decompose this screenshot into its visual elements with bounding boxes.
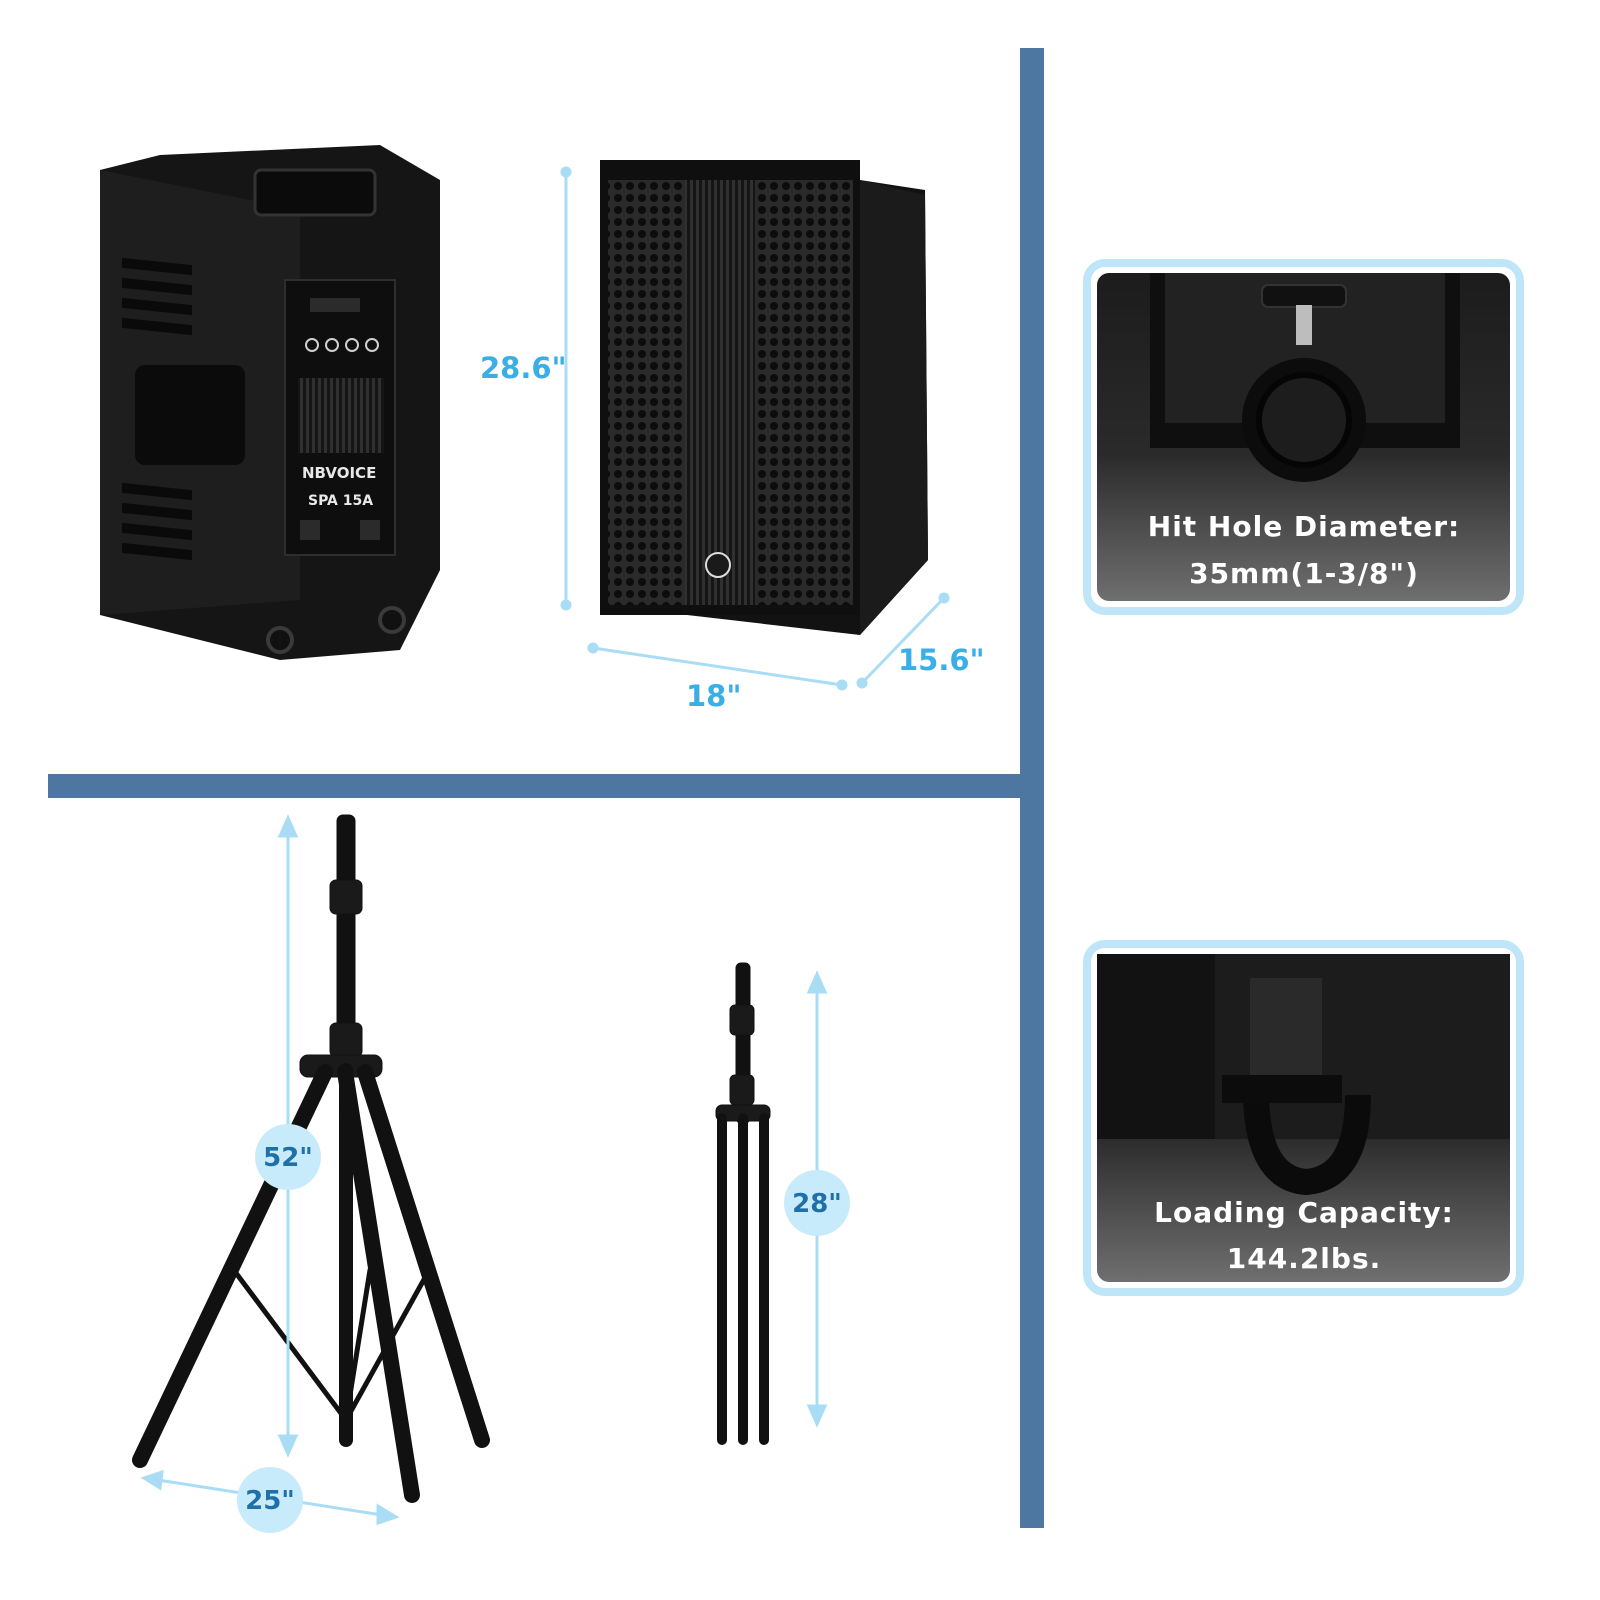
speaker-brand-label: NBVOICE [302, 464, 376, 482]
stand-max-height-label: 52" [263, 1143, 313, 1173]
horizontal-divider [48, 774, 1020, 798]
vertical-divider [1020, 48, 1044, 1528]
hit-hole-title: Hit Hole Diameter: [1148, 510, 1460, 543]
feature-card-hit-hole [1083, 259, 1524, 615]
speaker-model-label: SPA 15A [308, 493, 373, 509]
loading-capacity-title: Loading Capacity: [1154, 1196, 1454, 1229]
feature-card-loading-capacity [1083, 940, 1524, 1296]
speaker-depth-label: 15.6" [898, 643, 985, 677]
width-badge-25 [237, 1467, 303, 1533]
speaker-rear-view: NBVOICE SPA 15A [100, 145, 440, 660]
speaker-dimension-lines [560, 166, 950, 691]
speaker-width-label: 18" [686, 679, 741, 713]
speaker-height-label: 28.6" [480, 351, 567, 385]
height-badge-52 [255, 1124, 321, 1190]
loading-capacity-value: 144.2lbs. [1227, 1242, 1382, 1275]
stand-base-span-label: 25" [245, 1486, 295, 1516]
hit-hole-value: 35mm(1-3/8") [1189, 557, 1419, 590]
height-badge-28 [784, 1170, 850, 1236]
stand-min-height-label: 28" [792, 1189, 842, 1219]
tripod-stand-collapsed [715, 962, 771, 1445]
tripod-stand-extended [132, 814, 490, 1503]
speaker-front-view [600, 160, 928, 635]
